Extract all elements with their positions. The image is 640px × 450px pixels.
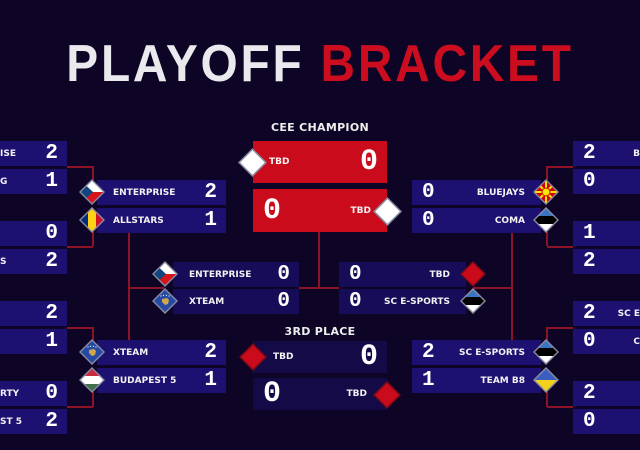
- kosovo-flag-icon: [79, 339, 105, 365]
- tbd-flag-icon: [239, 343, 267, 371]
- match-slot[interactable]: 2: [0, 301, 67, 326]
- match-slot[interactable]: 1: [573, 221, 640, 246]
- match-slot[interactable]: 0: [573, 169, 640, 194]
- romania-flag-icon: [79, 207, 105, 233]
- match-slot[interactable]: 0: [0, 221, 67, 246]
- match-slot[interactable]: 2: [573, 381, 640, 406]
- match-slot[interactable]: 1: [0, 329, 67, 354]
- tbd-flag-icon: [238, 148, 267, 177]
- match-slot[interactable]: 0: [573, 409, 640, 434]
- ukraine-flag-icon: [533, 367, 559, 393]
- tbd-flag-icon: [460, 261, 486, 287]
- macedonia-flag-icon: [533, 179, 559, 205]
- match-slot[interactable]: 2: [573, 249, 640, 274]
- tbd-flag-icon: [373, 197, 402, 226]
- estonia-flag-icon: [533, 339, 559, 365]
- tbd-flag-icon: [373, 381, 401, 409]
- estonia-flag-icon: [533, 207, 559, 233]
- page-title: PLAYOFF BRACKET: [66, 35, 574, 93]
- hungary-flag-icon: [79, 367, 105, 393]
- kosovo-flag-icon: [152, 288, 178, 314]
- champion-label: CEE CHAMPION: [271, 121, 369, 134]
- estonia-flag-icon: [460, 288, 486, 314]
- czech-flag-icon: [152, 261, 178, 287]
- czech-flag-icon: [79, 179, 105, 205]
- third-place-label: 3RD PLACE: [284, 325, 356, 338]
